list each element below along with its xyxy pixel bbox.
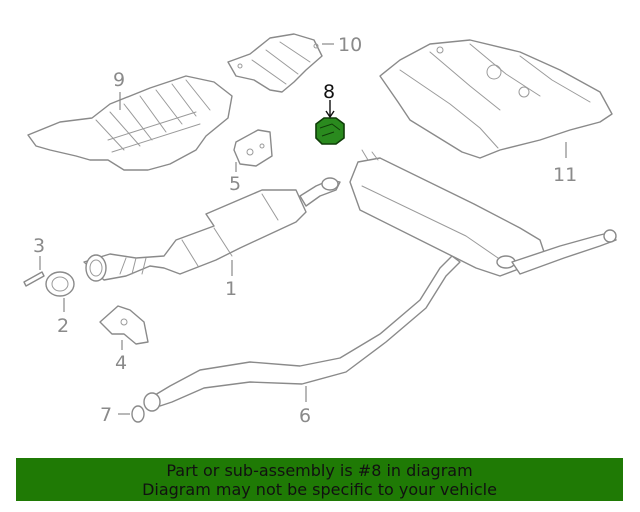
part-10-heat-shield[interactable] xyxy=(227,33,323,93)
banner-line-part-info: Part or sub-assembly is #8 in diagram xyxy=(166,461,473,480)
callout-6[interactable]: 6 xyxy=(299,405,311,427)
part-6-rear-pipe-muffler[interactable] xyxy=(143,149,617,412)
part-3-bolt[interactable] xyxy=(23,271,45,287)
part-8-exhaust-hanger-highlighted[interactable] xyxy=(315,117,345,145)
part-11-underbody-shield[interactable] xyxy=(379,39,613,159)
part-9-heat-shield[interactable] xyxy=(27,75,233,171)
exhaust-system-diagram: 9 10 11 8 5 1 xyxy=(23,33,617,427)
callout-10[interactable]: 10 xyxy=(338,34,362,56)
callout-1[interactable]: 1 xyxy=(225,278,237,300)
part-5-bracket[interactable] xyxy=(233,129,273,167)
banner-line-disclaimer: Diagram may not be specific to your vehi… xyxy=(142,480,497,499)
part-4-bracket[interactable] xyxy=(99,305,149,345)
callout-9[interactable]: 9 xyxy=(113,69,125,91)
callout-3[interactable]: 3 xyxy=(33,235,45,257)
callout-4[interactable]: 4 xyxy=(115,352,127,374)
callout-7[interactable]: 7 xyxy=(100,404,112,426)
part-7-gasket[interactable] xyxy=(131,405,145,423)
callout-8[interactable]: 8 xyxy=(323,81,335,103)
part-1-front-pipe[interactable] xyxy=(83,177,341,282)
part-info-banner: Part or sub-assembly is #8 in diagram Di… xyxy=(16,458,623,501)
callout-2[interactable]: 2 xyxy=(57,315,69,337)
part-2-gasket[interactable] xyxy=(45,271,75,297)
callout-11[interactable]: 11 xyxy=(553,164,577,186)
callout-8-arrow xyxy=(325,100,335,119)
callout-5[interactable]: 5 xyxy=(229,173,241,195)
